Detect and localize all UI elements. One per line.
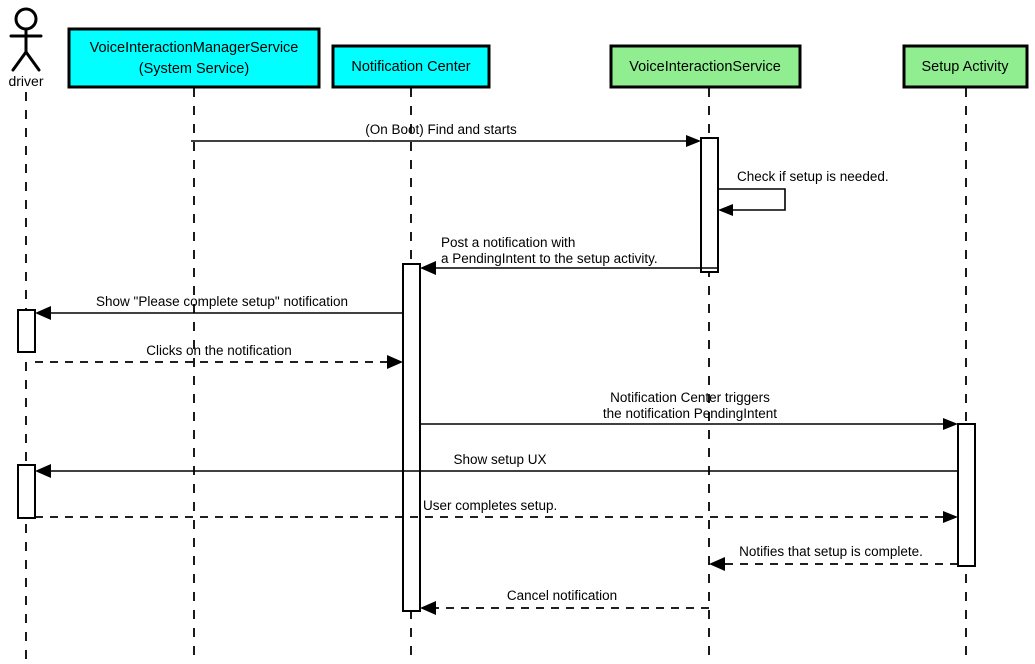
participant-box-setup-rect (902, 44, 1029, 89)
participant-label-notif: Notification Center (351, 59, 470, 75)
message-m8-arrowhead-icon (943, 511, 958, 523)
participant-box-setup[interactable]: Setup Activity (902, 44, 1029, 89)
message-m6-label-line2: the notification PendingIntent (603, 406, 777, 421)
message-m4-arrowhead-icon (35, 306, 51, 320)
message-m7-label: Show setup UX (453, 452, 546, 467)
message-m5-label: Clicks on the notification (146, 343, 292, 358)
message-m5-arrowhead-icon (387, 355, 403, 369)
activation-bar-vis (700, 137, 719, 273)
message-m4[interactable]: Show "Please complete setup" notificatio… (35, 294, 403, 320)
message-m3-label-line1: Post a notification with (441, 235, 575, 250)
message-m9[interactable]: Notifies that setup is complete. (709, 544, 958, 571)
participant-label-driver: driver (8, 73, 43, 89)
message-m2-line (718, 188, 786, 211)
participant-box-vims[interactable]: VoiceInteractionManagerService (System S… (67, 27, 321, 89)
activation-bar-driver-2 (17, 464, 36, 519)
participant-label-vims-line2: (System Service) (139, 61, 249, 77)
activation-bar-notif (402, 263, 421, 612)
participant-box-notif-rect (331, 44, 491, 89)
message-m2-label: Check if setup is needed. (737, 169, 889, 184)
message-m3-arrowhead-icon (420, 261, 436, 275)
message-m8-label: User completes setup. (423, 498, 557, 513)
participant-box-vis[interactable]: VoiceInteractionService (609, 44, 802, 89)
participant-label-vis: VoiceInteractionService (629, 59, 781, 75)
message-m10[interactable]: Cancel notification (420, 588, 709, 615)
participant-actor-driver[interactable]: driver (8, 7, 44, 89)
message-m6-arrowhead-icon (943, 418, 958, 430)
message-m6-label-line1: Notification Center triggers (610, 390, 770, 405)
message-m10-arrowhead-icon (420, 601, 436, 615)
message-m1[interactable]: (On Boot) Find and starts (191, 122, 701, 147)
message-m10-label: Cancel notification (507, 588, 617, 603)
message-m7[interactable]: Show setup UX (35, 452, 958, 478)
message-m2-self[interactable]: Check if setup is needed. (718, 169, 889, 216)
message-m6[interactable]: Notification Center triggers the notific… (420, 390, 958, 430)
participant-box-notif[interactable]: Notification Center (331, 44, 491, 89)
message-m1-arrowhead-icon (686, 135, 701, 147)
participant-box-vims-rect (67, 27, 321, 89)
activations-group (17, 137, 976, 612)
message-m1-label: (On Boot) Find and starts (365, 122, 517, 137)
message-m8[interactable]: User completes setup. (35, 498, 958, 523)
message-m3[interactable]: Post a notification with a PendingIntent… (420, 235, 718, 275)
message-m5[interactable]: Clicks on the notification (35, 343, 403, 369)
activation-bar-driver-1 (17, 309, 36, 353)
participant-label-setup: Setup Activity (921, 59, 1009, 75)
participant-label-vims-line1: VoiceInteractionManagerService (90, 40, 299, 56)
message-m3-label-line2: a PendingIntent to the setup activity. (441, 251, 658, 266)
actor-leg-right-icon (24, 50, 41, 72)
message-m9-label: Notifies that setup is complete. (739, 544, 923, 559)
message-m2-arrowhead-icon (718, 204, 733, 216)
activation-bar-setup (957, 423, 976, 567)
actor-head-icon (14, 7, 38, 31)
message-m7-arrowhead-icon (35, 464, 51, 478)
actor-leg-left-icon (11, 50, 28, 72)
message-m4-label: Show "Please complete setup" notificatio… (96, 294, 348, 309)
participant-box-vis-rect (609, 44, 802, 89)
message-m9-arrowhead-icon (709, 557, 725, 571)
